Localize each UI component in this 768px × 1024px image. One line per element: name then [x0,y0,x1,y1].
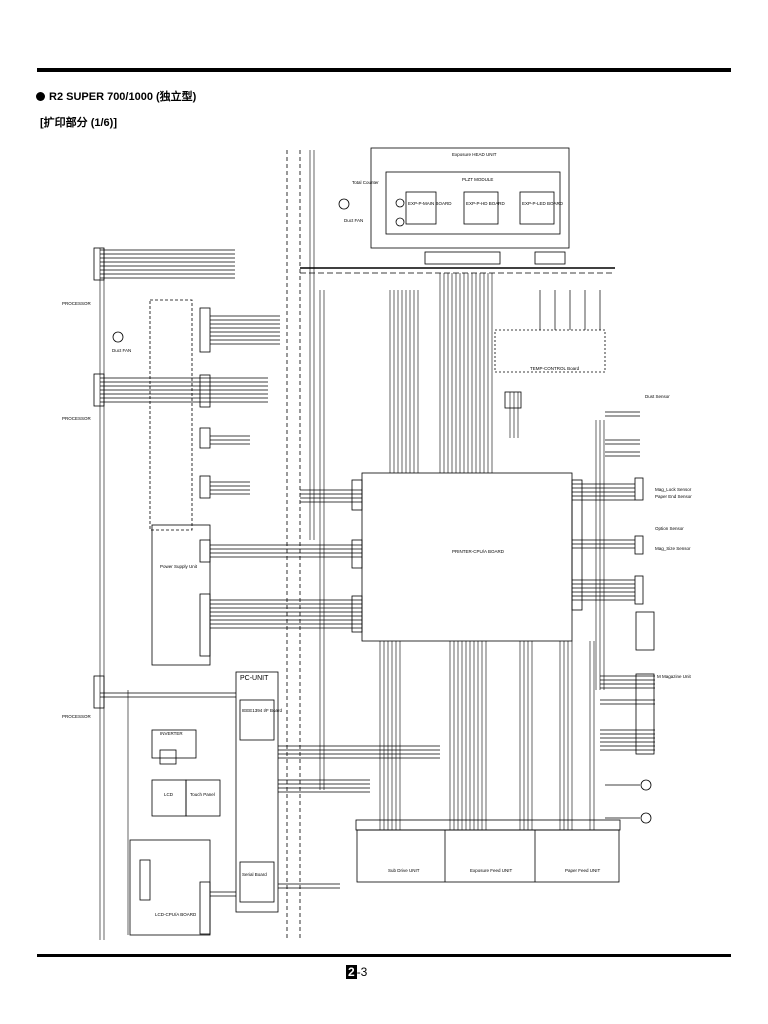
touch-panel-box [185,779,221,817]
sensor-label: Paper End Sensor [655,494,692,499]
exposure-head-label: Exposure HEAD UNIT [452,152,497,157]
inverter-box [151,729,197,759]
plzt-board-label: EXP-P-MAIN BOARD [408,201,452,206]
lcd-cpu-label: LCD-CPU/A BOARD [155,912,197,917]
fan-icon [112,331,124,343]
bottom-rule [37,954,731,957]
plzt-main-board [405,191,437,225]
fan-icon [338,198,350,210]
serial-board-box [239,861,275,903]
printer-cpu-board-box [361,472,573,642]
plzt-board-label: EXP-P-HD BOARD [466,201,506,206]
motor-icon [640,779,652,791]
total-counter-label: Total Counter [352,180,379,185]
processor-label: PROCESSOR [62,301,92,306]
page-title-text: R2 SUPER 700/1000 (独立型) [49,91,197,103]
temp-control-label: TEMP-CONTROL Board [530,366,580,371]
page-title: R2 SUPER 700/1000 (独立型) [36,88,196,104]
sensor-label: Option Sensor [655,526,684,531]
pc-unit-label: PC-UNIT [240,675,269,682]
power-supply-box [151,524,211,666]
plzt-led-board [519,191,555,225]
inverter-label: INVERTER [160,731,183,736]
if-board-label: IEEE1394 I/F Board [242,708,283,713]
lcd-box [151,779,187,817]
serial-board-label: Serial Board [242,872,267,877]
plzt-module-label: PLZT MODULE [462,177,493,182]
sensor-label: Mag_Size Sensor [655,546,691,551]
sensor-label: Mag_Lock Sensor [655,487,692,492]
power-supply-dashed-box [149,299,193,531]
if-board-box [239,699,275,741]
drive-units-box [356,829,620,883]
dust-sensor-label: Dust Sensor [645,394,670,399]
power-supply-label: Power Supply Unit [160,564,198,569]
duct-fan-label: Duct FAN [344,218,363,223]
bullet-icon [36,92,45,101]
plzt-module-box [385,171,561,235]
touch-panel-label: Touch Panel [190,792,215,797]
lcd-cpu-board-box [129,839,211,936]
exposure-head-box [370,147,570,249]
motor-icon [640,812,652,824]
top-rule [37,68,731,72]
sub-drive-label: Sub Drive UNIT [388,868,420,873]
duct-fan-label: Duct FAN [112,348,131,353]
page-subtitle: [扩印部分 (1/6)] [40,117,117,129]
paper-feed-label: Paper Feed UNIT [565,868,601,873]
exposure-feed-label: Exposure Feed UNIT [470,868,513,873]
printer-cpu-label: PRINTER-CPU/A BOARD [452,549,505,554]
chapter-badge: 2 [346,965,357,979]
page-number: 2-3 [346,965,367,979]
plzt-hd-board [463,191,499,225]
processor-label: PROCESSOR [62,714,92,719]
processor-label: PROCESSOR [62,416,92,421]
lcd-label: LCD [164,792,174,797]
plzt-board-label: EXP-P-LED BOARD [522,201,564,206]
page-number-text: -3 [356,965,368,979]
magazine-label: M Magazine Unit [657,674,692,679]
